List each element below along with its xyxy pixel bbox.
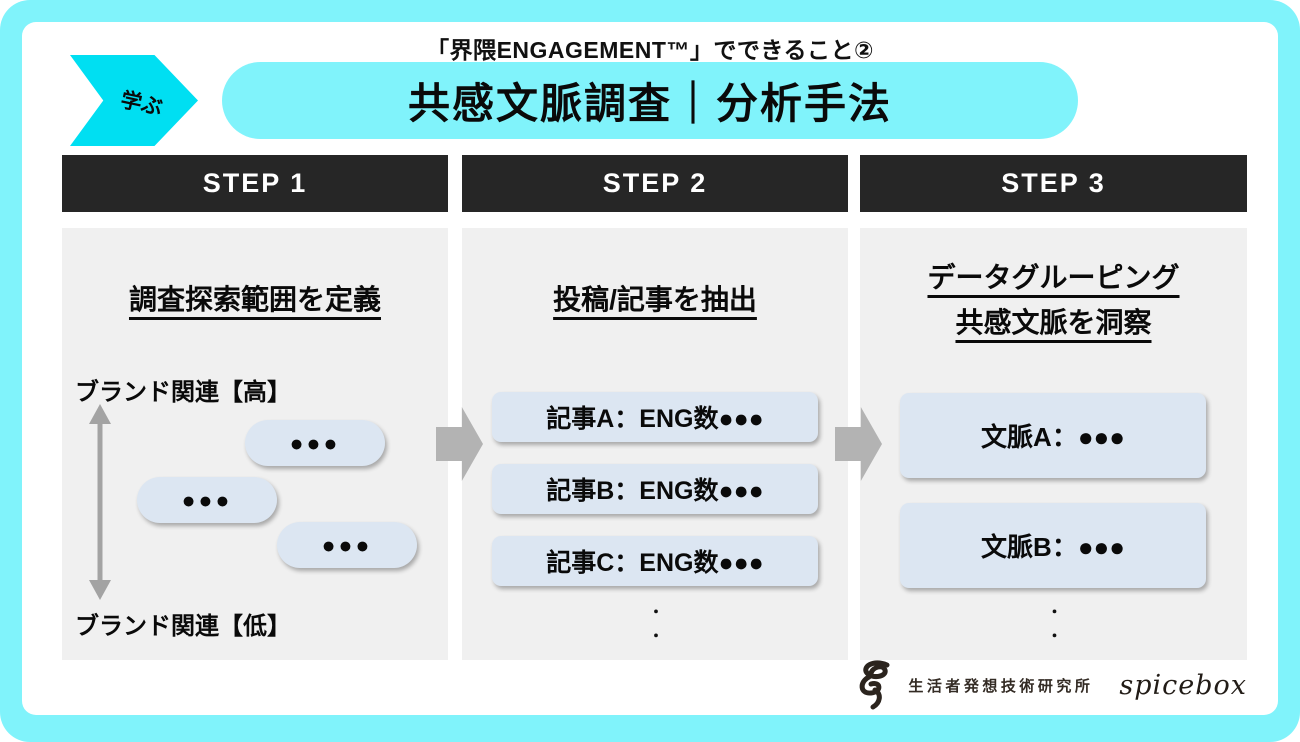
page-title: 共感文脈調査｜分析手法 — [407, 80, 892, 127]
article-card: 記事A：ENG数●●● — [492, 392, 818, 442]
step3-column: STEP 3 データグルーピング 共感文脈を洞察 文脈A：●●● 文脈B：●●●… — [860, 155, 1247, 660]
main-title-pill: 共感文脈調査｜分析手法 — [222, 62, 1078, 139]
learn-label: 学ぶ — [118, 88, 165, 120]
keyword-pill: ●●● — [245, 420, 385, 466]
eyebrow-title: 「界隈ENGAGEMENT™」でできること② — [426, 37, 874, 63]
step1-header: STEP 1 — [62, 155, 448, 212]
context-card: 文脈A：●●● — [900, 393, 1206, 478]
keyword-pill: ●●● — [277, 522, 417, 568]
lab-knot-logo-icon — [859, 660, 890, 710]
vertical-ellipsis: ・・ — [1045, 604, 1062, 652]
brand-axis-high-label: ブランド関連【高】 — [75, 379, 291, 406]
step1-panel: 調査探索範囲を定義 ブランド関連【高】 ●●● ●●● ●●● ブランド関連【低… — [62, 228, 448, 660]
step2-title: 投稿/記事を抽出 — [553, 284, 757, 315]
step1-title: 調査探索範囲を定義 — [128, 284, 381, 315]
vertical-double-arrow-icon — [89, 404, 111, 600]
article-card: 記事C：ENG数●●● — [492, 536, 818, 586]
spicebox-logo-text: spicebox — [1119, 669, 1247, 701]
step2-panel: 投稿/記事を抽出 記事A：ENG数●●● 記事B：ENG数●●● 記事C：ENG… — [462, 228, 848, 660]
step3-panel: データグルーピング 共感文脈を洞察 文脈A：●●● 文脈B：●●● ・・ — [860, 228, 1247, 660]
step3-title-line2: 共感文脈を洞察 — [955, 307, 1152, 338]
vertical-ellipsis: ・・ — [646, 604, 664, 652]
footer-logos: 生活者発想技術研究所 spicebox — [856, 660, 1247, 710]
keyword-pill: ●●● — [137, 477, 277, 523]
brand-axis-low-label: ブランド関連【低】 — [75, 613, 291, 640]
context-card: 文脈B：●●● — [900, 503, 1206, 588]
step2-column: STEP 2 投稿/記事を抽出 記事A：ENG数●●● 記事B：ENG数●●● … — [462, 155, 848, 660]
step2-header: STEP 2 — [462, 155, 848, 212]
step1-column: STEP 1 調査探索範囲を定義 ブランド関連【高】 ●●● ●●● ●●● ブ… — [62, 155, 448, 660]
step3-header: STEP 3 — [860, 155, 1247, 212]
article-card: 記事B：ENG数●●● — [492, 464, 818, 514]
step3-title-line1: データグルーピング — [927, 262, 1180, 293]
lab-name-text: 生活者発想技術研究所 — [908, 677, 1094, 695]
